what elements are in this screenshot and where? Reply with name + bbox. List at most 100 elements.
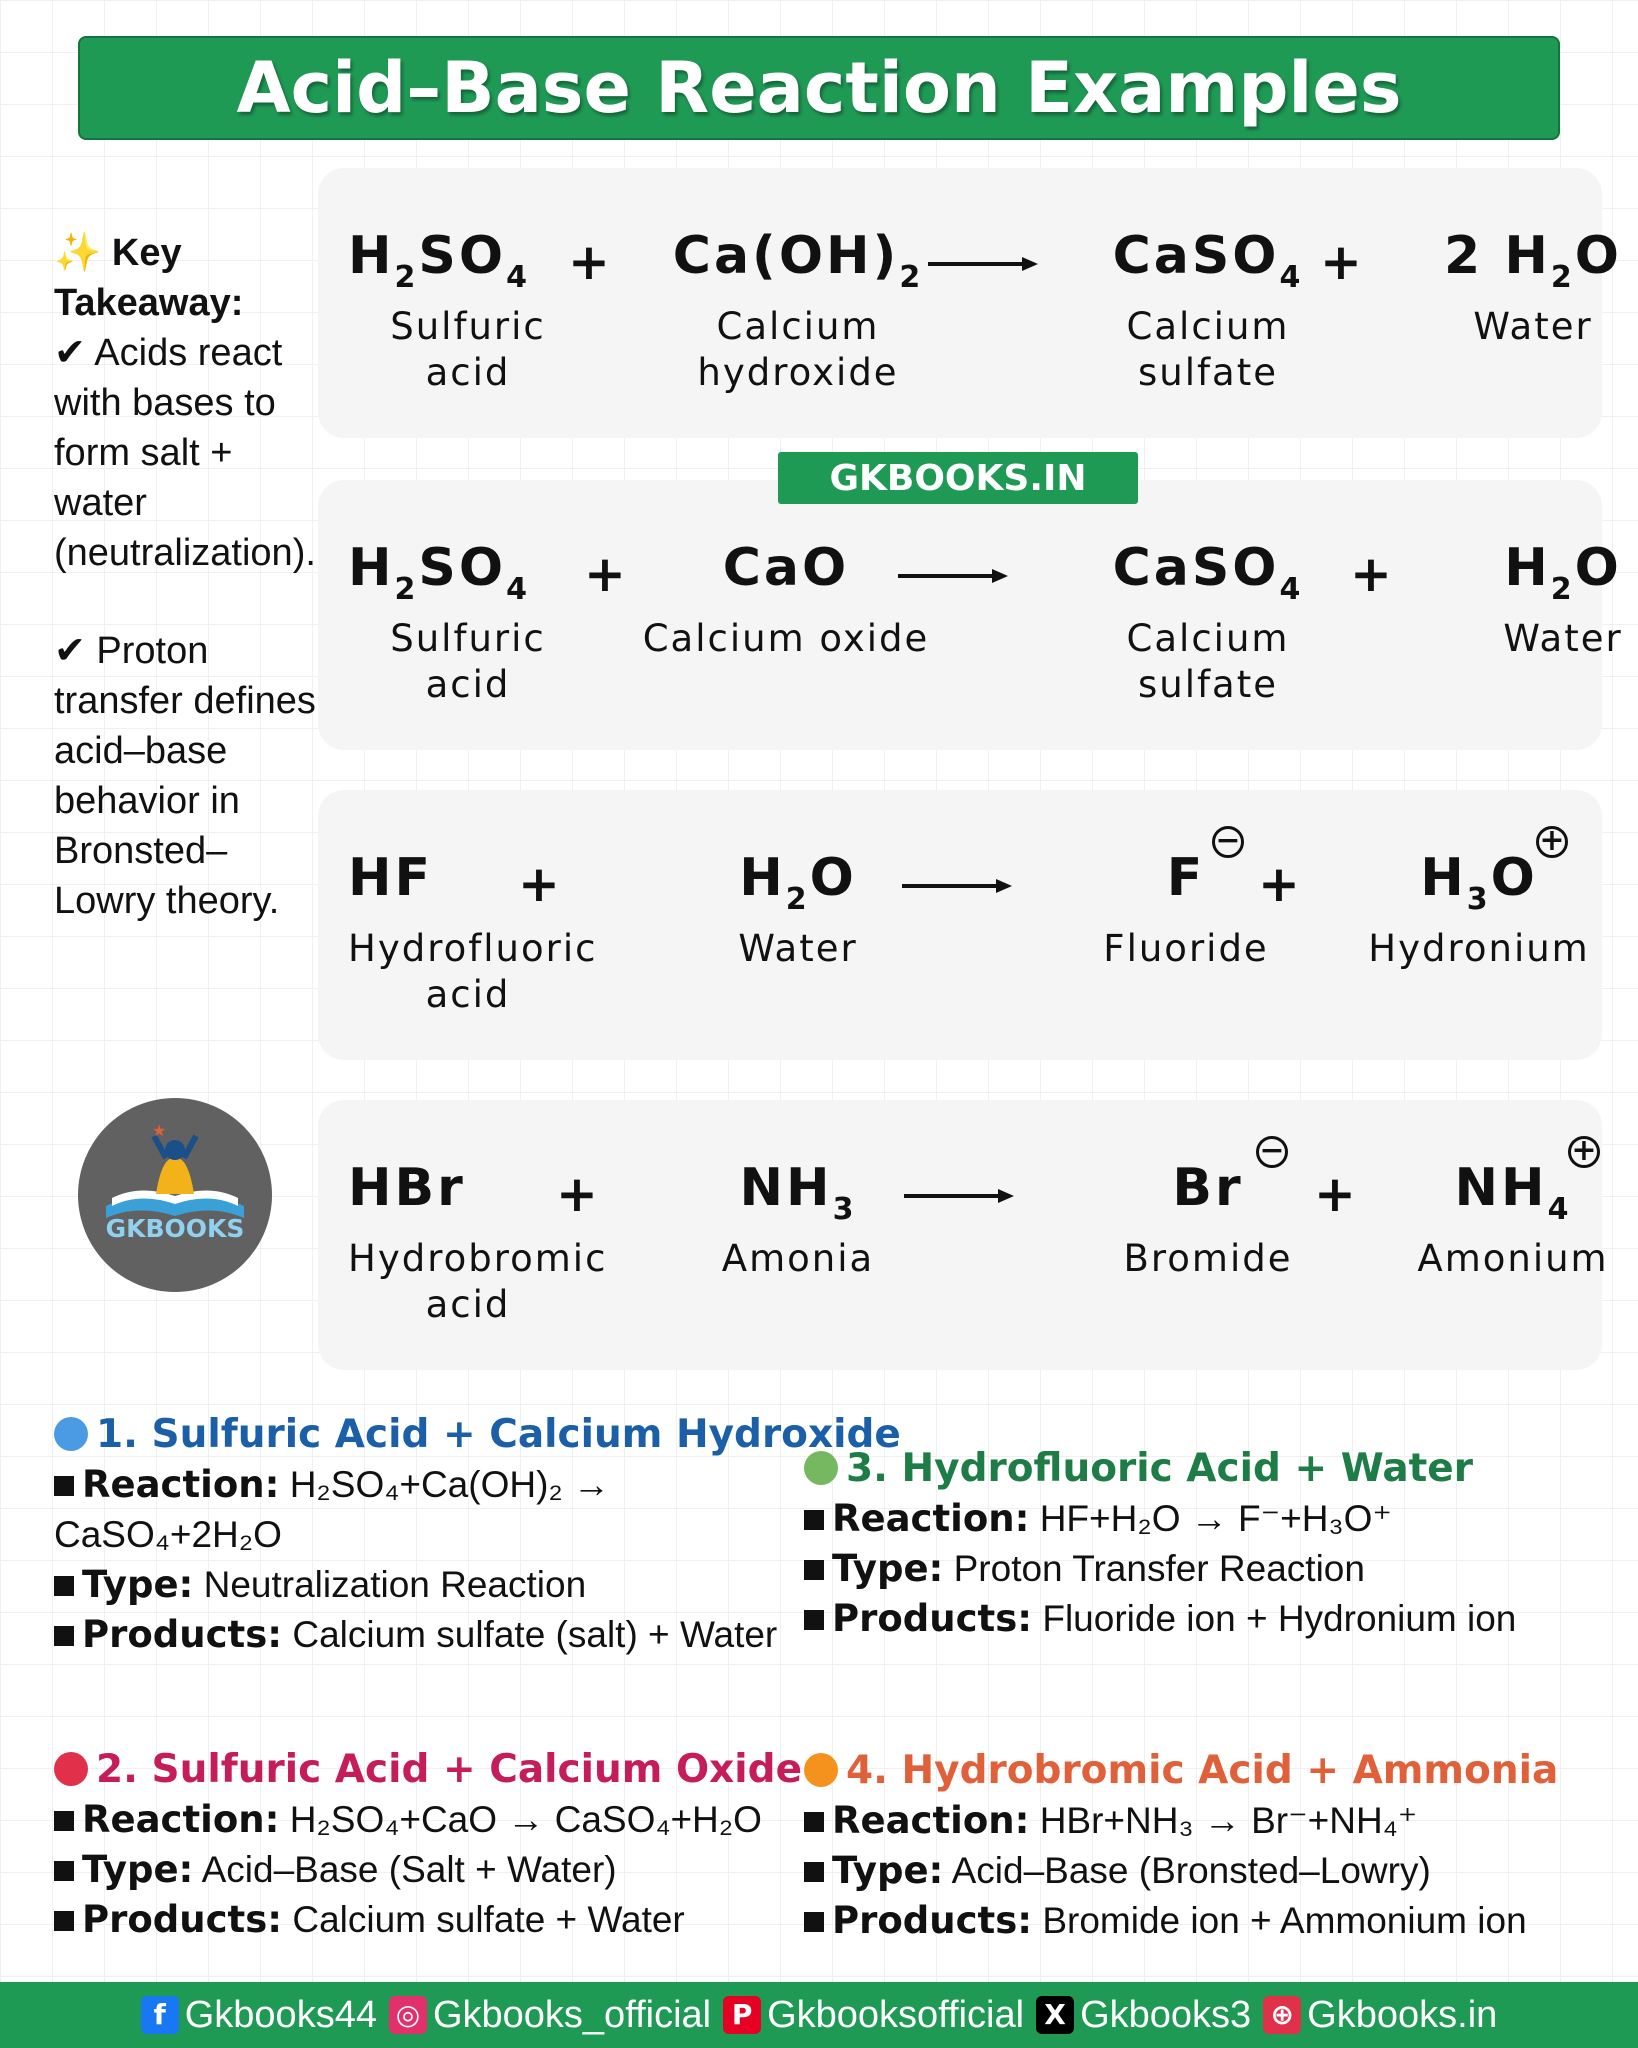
square-bullet-icon: [804, 1610, 824, 1630]
reaction-arrow-icon: [898, 569, 1008, 583]
chemical-formula: H3O: [1420, 848, 1538, 917]
chemical-formula: CaSO4: [1112, 538, 1304, 607]
section-type-row: Type: Acid–Base (Bronsted–Lowry): [804, 1846, 1604, 1896]
section-heading: 3. Hydrofluoric Acid + Water: [804, 1444, 1604, 1494]
key-takeaway: ✨ Key Takeaway: ✔ Acids react with bases…: [54, 228, 324, 926]
chemical-formula: H2O: [1504, 538, 1622, 607]
square-bullet-icon: [804, 1862, 824, 1882]
svg-text:★: ★: [152, 1121, 166, 1140]
social-link-instagram[interactable]: ◎Gkbooks_official: [388, 1994, 711, 2037]
section-reaction-row: Reaction: H₂SO₄+Ca(OH)₂ → CaSO₄+2H₂O: [54, 1463, 611, 1555]
chemical-formula: H2SO4: [348, 538, 530, 607]
chemical-formula: 2 H2O: [1444, 226, 1622, 295]
section-type-row: Type: Proton Transfer Reaction: [804, 1544, 1604, 1594]
chemical-formula: Br: [1172, 1158, 1244, 1218]
social-link-globe[interactable]: ⊕Gkbooks.in: [1263, 1994, 1497, 2037]
social-handle: Gkbooks.in: [1307, 1993, 1498, 2036]
bullet-dot-icon: [54, 1752, 88, 1786]
compound-name: Water: [1473, 305, 1593, 348]
compound-name: Amonium: [1417, 1237, 1609, 1280]
bullet-dot-icon: [54, 1417, 88, 1451]
key-takeaway-heading: ✨ Key Takeaway:: [54, 232, 244, 324]
section-reaction-row: Reaction: HBr+NH₃ → Br⁻+NH₄⁺: [804, 1796, 1604, 1846]
square-bullet-icon: [804, 1560, 824, 1580]
compound-name: Water: [1503, 617, 1623, 660]
plus-sign: +: [1350, 545, 1392, 603]
chemical-formula: Ca(OH)2: [672, 226, 924, 295]
reaction-arrow-icon: [928, 257, 1038, 271]
negative-charge-icon: −: [1212, 826, 1244, 858]
reaction-arrow-icon: [902, 879, 1012, 893]
plus-sign: +: [1258, 855, 1300, 913]
compound-name: Calcium hydroxide: [697, 305, 899, 394]
chemical-formula: F: [1166, 848, 1206, 908]
instagram-icon: ◎: [388, 1996, 427, 2034]
section-heading: 1. Sulfuric Acid + Calcium Hydroxide: [54, 1410, 901, 1460]
section-products-row: Products: Fluoride ion + Hydronium ion: [804, 1594, 1604, 1644]
compound-name: Calcium oxide: [642, 617, 930, 660]
pinterest-icon: P: [723, 1996, 762, 2034]
square-bullet-icon: [54, 1476, 74, 1496]
facebook-icon: f: [140, 1996, 179, 2034]
chemical-formula: NH3: [739, 1158, 857, 1227]
bullet-dot-icon: [804, 1451, 838, 1485]
bullet-dot-icon: [804, 1753, 838, 1787]
logo-text: GKBOOKS: [105, 1214, 245, 1243]
product-term: H2O Water: [1448, 538, 1638, 662]
square-bullet-icon: [804, 1510, 824, 1530]
compound-name: Water: [738, 927, 858, 970]
section-products-row: Products: Calcium sulfate + Water: [54, 1895, 794, 1945]
compound-name: Hydrobromic acid: [348, 1237, 608, 1326]
globe-icon: ⊕: [1263, 1996, 1302, 2034]
book-icon: ★: [106, 1121, 244, 1218]
compound-name: Hydrofluoric acid: [348, 927, 598, 1016]
square-bullet-icon: [54, 1576, 74, 1596]
square-bullet-icon: [804, 1912, 824, 1932]
chemical-formula: CaSO4: [1112, 226, 1304, 295]
square-bullet-icon: [804, 1812, 824, 1832]
watermark-banner: GKBOOKS.IN: [778, 452, 1138, 504]
square-bullet-icon: [54, 1861, 74, 1881]
chemical-formula: HBr: [348, 1158, 466, 1218]
social-handle: Gkbooksofficial: [767, 1993, 1025, 2036]
product-term: 2 H2O Water: [1418, 226, 1638, 350]
compound-name: Hydronium: [1368, 927, 1590, 970]
plus-sign: +: [518, 855, 560, 913]
plus-sign: +: [568, 233, 610, 291]
takeaway-point-2: ✔ Proton transfer defines acid–base beha…: [54, 630, 316, 922]
page-title: Acid–Base Reaction Examples: [236, 47, 1402, 129]
compound-name: Calcium sulfate: [1126, 305, 1290, 394]
square-bullet-icon: [54, 1811, 74, 1831]
x-icon: X: [1036, 1996, 1075, 2034]
compound-name: Sulfuric acid: [390, 617, 546, 706]
sparkle-icon: ✨: [54, 232, 102, 274]
chemical-formula: NH4: [1454, 1158, 1572, 1227]
section-reaction-row: Reaction: H₂SO₄+CaO → CaSO₄+H₂O: [54, 1795, 794, 1845]
section-type-row: Type: Acid–Base (Salt + Water): [54, 1845, 794, 1895]
gkbooks-logo: ★ GKBOOKS: [78, 1098, 272, 1292]
compound-name: Calcium sulfate: [1126, 617, 1290, 706]
compound-name: Sulfuric acid: [390, 305, 546, 394]
section-heading: 2. Sulfuric Acid + Calcium Oxide: [54, 1745, 802, 1795]
compound-name: Bromide: [1123, 1237, 1293, 1280]
social-handle: Gkbooks44: [184, 1993, 377, 2036]
